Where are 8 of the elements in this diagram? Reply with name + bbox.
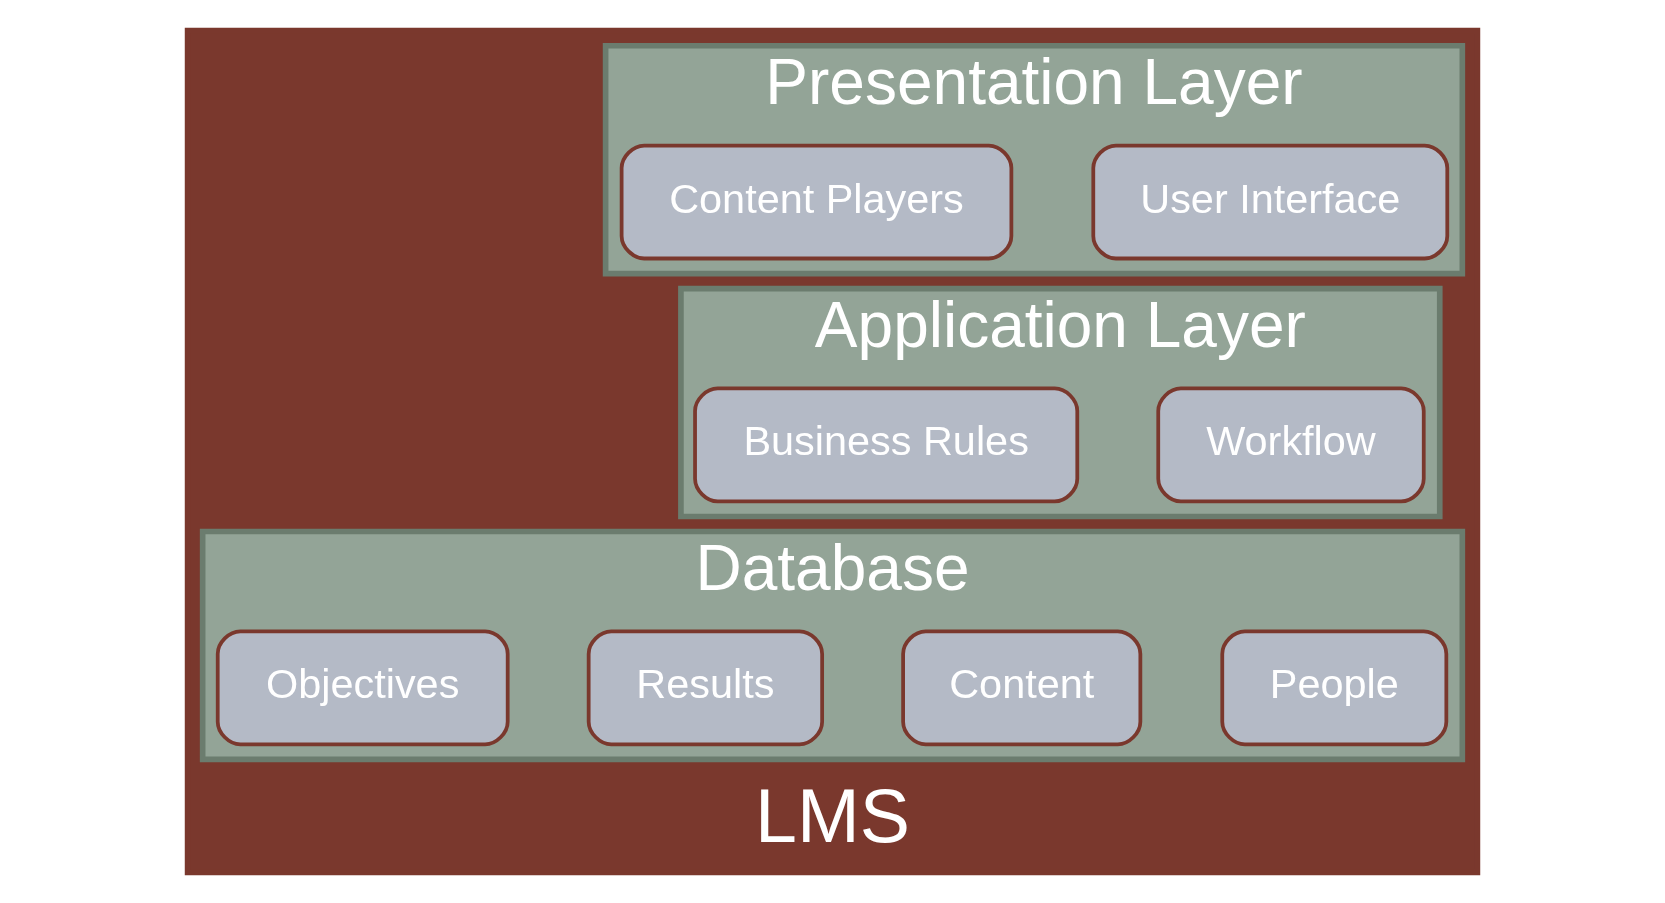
node-box: Business Rules [693, 386, 1080, 504]
node-box: Workflow [1156, 386, 1426, 504]
node-box: Results [586, 629, 825, 747]
node-box: User Interface [1091, 143, 1450, 261]
node-box: Objectives [215, 629, 510, 747]
node-box: People [1220, 629, 1449, 747]
node-box: Content Players [619, 143, 1014, 261]
node-box: Content [901, 629, 1143, 747]
